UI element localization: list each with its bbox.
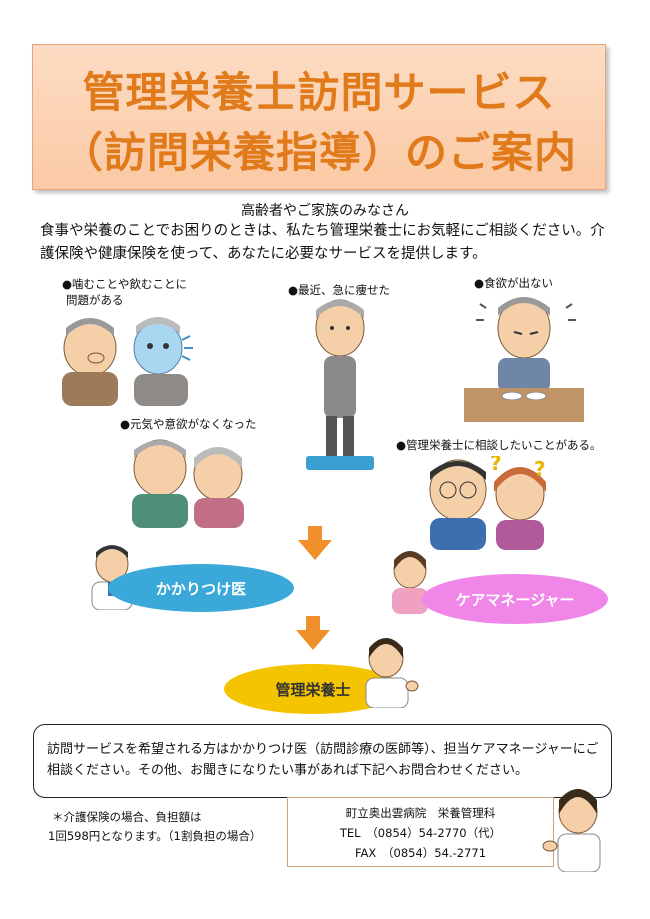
dietitian-icon xyxy=(365,638,419,708)
symptom-chewing-line1: ●噛むことや飲むことに xyxy=(62,277,188,291)
svg-text:?: ? xyxy=(490,456,502,475)
symptom-no-appetite: ●食欲が出ない xyxy=(474,276,554,290)
greeting: 高齢者やご家族のみなさん xyxy=(241,203,409,219)
page-title-line1: 管理栄養士訪問サービス xyxy=(82,68,556,117)
contact-org: 町立奥出雲病院 栄養管理科 xyxy=(345,806,496,820)
sad-elderly-couple-icon xyxy=(132,439,244,528)
confused-couple-icon: ? ? xyxy=(429,456,546,550)
care-manager-pill: ケアマネージャー xyxy=(422,574,608,624)
contact-fax: FAX （0854）54.-2771 xyxy=(354,846,487,860)
symptom-chewing: ●噛むことや飲むことに 問題がある xyxy=(62,276,187,308)
svg-text:?: ? xyxy=(534,457,546,481)
title-banner: 管理栄養士訪問サービス （訪問栄養指導）のご案内 xyxy=(32,44,606,190)
page-title-line2: （訪問栄養指導）のご案内 xyxy=(60,128,577,177)
dietitian-icon xyxy=(542,789,601,872)
fee-footnote-line1: ＊介護保険の場合、負担額は xyxy=(52,810,202,824)
fee-footnote-line2: 1回598円となります。（1割負担の場合） xyxy=(48,829,262,843)
notice-box: 訪問サービスを希望される方はかかりつけ医（訪問診療の医師等）、担当ケアマネージャ… xyxy=(33,724,612,798)
no-appetite-elderly-icon xyxy=(464,297,584,422)
care-manager-icon xyxy=(392,551,428,614)
notice-text: 訪問サービスを希望される方はかかりつけ医（訪問診療の医師等）、担当ケアマネージャ… xyxy=(47,742,599,778)
down-arrow-icon xyxy=(296,616,330,650)
choking-elderly-icon xyxy=(62,317,193,406)
down-arrow-icon xyxy=(298,526,332,560)
intro-text: 食事や栄養のことでお困りのときは、私たち管理栄養士にお気軽にご相談ください。介護… xyxy=(40,223,605,262)
symptom-chewing-line2: 問題がある xyxy=(66,293,124,307)
contact-box: 町立奥出雲病院 栄養管理科 TEL （0854）54-2770（代） FAX （… xyxy=(287,797,554,867)
symptom-consult: ●管理栄養士に相談したいことがある。 xyxy=(396,438,602,452)
thin-elderly-on-scale-icon xyxy=(306,299,374,470)
symptom-low-energy: ●元気や意欲がなくなった xyxy=(120,417,257,431)
contact-tel: TEL （0854）54-2770（代） xyxy=(339,826,502,840)
symptom-weight-loss: ●最近、急に痩せた xyxy=(288,283,391,297)
doctor-pill: かかりつけ医 xyxy=(108,564,294,612)
fee-footnote: ＊介護保険の場合、負担額は 1回598円となります。（1割負担の場合） xyxy=(48,808,261,846)
